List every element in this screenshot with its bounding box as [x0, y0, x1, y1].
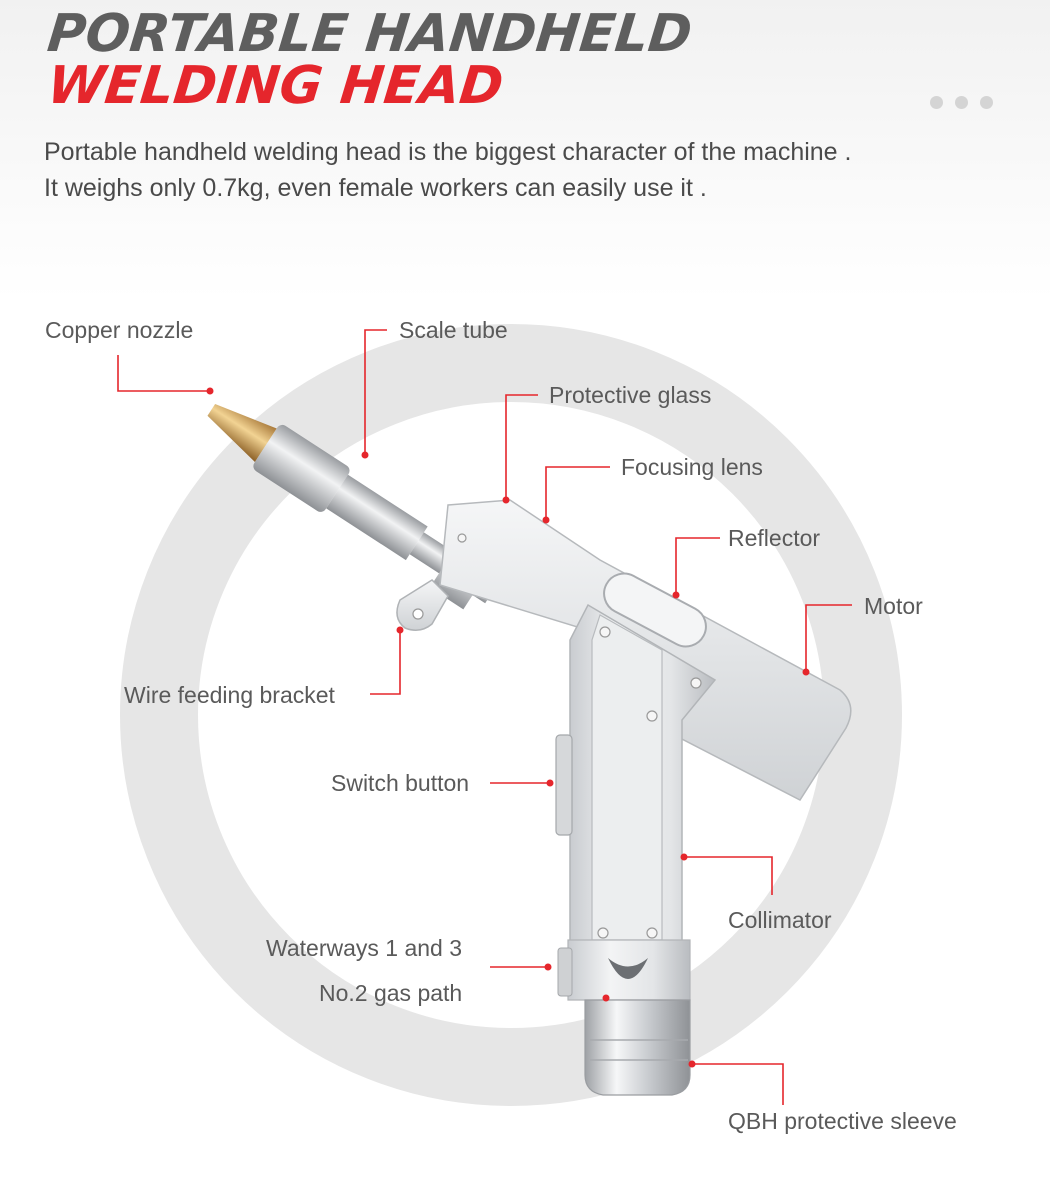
wire-bracket-part [396, 579, 449, 631]
label-copper-nozzle: Copper nozzle [45, 317, 194, 343]
leader-scale-tube [364, 329, 387, 455]
carousel-dots [930, 96, 993, 109]
grip-plate-part [591, 614, 663, 941]
welding-head-body [396, 499, 852, 1096]
label-wire-feeding-bracket: Wire feeding bracket [124, 682, 335, 708]
label-scale-tube: Scale tube [399, 317, 508, 343]
leader-wire-bracket [370, 630, 401, 695]
leader-focusing-lens [545, 466, 610, 520]
carousel-dot[interactable] [980, 96, 993, 109]
header-background [0, 0, 1050, 300]
carousel-dot[interactable] [955, 96, 968, 109]
leader-copper-nozzle [117, 355, 210, 392]
label-gas-path: No.2 gas path [319, 980, 463, 1006]
description-line-1: Portable handheld welding head is the bi… [44, 138, 852, 166]
label-collimator: Collimator [728, 907, 832, 933]
reflector-window-part [603, 572, 707, 648]
leader-reflector [675, 537, 720, 595]
description: Portable handheld welding head is the bi… [44, 134, 1034, 206]
nozzle-assembly [207, 404, 500, 610]
label-switch-button: Switch button [331, 770, 470, 796]
label-reflector: Reflector [728, 525, 821, 551]
qbh-sleeve-part [584, 999, 691, 1096]
description-line-2: It weighs only 0.7kg, even female worker… [44, 174, 707, 202]
copper-nozzle-part [207, 404, 277, 463]
leader-qbh-sleeve [692, 1063, 784, 1105]
leader-motor [805, 604, 852, 672]
label-focusing-lens: Focusing lens [621, 454, 763, 480]
leader-protective-glass [505, 394, 538, 500]
leader-endpoints [206, 387, 810, 1068]
label-waterways: Waterways 1 and 3 [266, 935, 463, 961]
scale-tube-part [326, 474, 428, 561]
switch-button-part [555, 734, 573, 836]
label-qbh-sleeve: QBH protective sleeve [728, 1108, 957, 1134]
background-ring [120, 324, 902, 1106]
leader-collimator [684, 856, 773, 895]
nozzle-holder-part [253, 424, 350, 512]
label-motor: Motor [864, 593, 923, 619]
leader-lines [117, 329, 852, 1105]
label-protective-glass: Protective glass [549, 382, 712, 408]
carousel-dot[interactable] [930, 96, 943, 109]
